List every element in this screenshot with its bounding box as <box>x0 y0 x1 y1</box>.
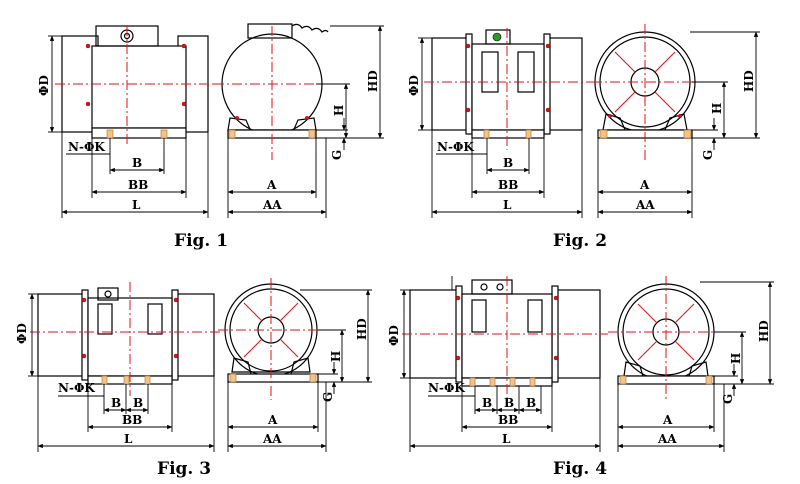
fig2-label-G: G <box>701 150 715 160</box>
fig3-label-G: G <box>321 392 335 402</box>
fig4-label-BB: BB <box>498 413 518 427</box>
fig1-label-NK: N-ΦK <box>68 140 105 154</box>
fig2-label-D: ΦD <box>407 75 421 96</box>
fig2-label-B: B <box>503 156 513 170</box>
figure-2: ΦD N-ΦK B BB L HD H G A AA Fig. 2 <box>407 24 760 251</box>
fig4-label-NK: N-ΦK <box>428 381 465 395</box>
figure-1: ΦD N-ΦK B BB L HD H G A AA Fig. 1 <box>37 23 384 251</box>
fig2-label-NK: N-ΦK <box>437 140 474 154</box>
fig3-label-H: H <box>329 351 343 362</box>
fig1-label-D: ΦD <box>37 75 51 96</box>
fig4-label-A: A <box>662 413 673 427</box>
fig3-label-AA: AA <box>262 432 282 446</box>
fig4-front-view <box>608 276 774 452</box>
fig2-label-A: A <box>639 178 650 192</box>
fig2-label-L: L <box>503 198 512 212</box>
fig2-caption: Fig. 2 <box>553 231 607 251</box>
fig3-label-L: L <box>124 432 133 446</box>
fig2-label-HD: HD <box>742 70 756 92</box>
fig3-label-D: ΦD <box>15 323 29 344</box>
fig4-label-B3: B <box>526 396 536 410</box>
fig3-label-NK: N-ΦK <box>58 381 95 395</box>
fig4-label-B2: B <box>504 396 514 410</box>
fig3-side-view <box>28 282 222 452</box>
fig4-label-HD: HD <box>757 320 771 342</box>
fig3-label-BB: BB <box>122 413 142 427</box>
fig2-label-BB: BB <box>498 178 518 192</box>
fig2-label-AA: AA <box>635 198 655 212</box>
fig1-label-HD: HD <box>366 70 380 92</box>
fig1-label-L: L <box>132 198 141 212</box>
fig4-label-D: ΦD <box>387 325 401 346</box>
fig4-label-AA: AA <box>657 432 677 446</box>
fig1-label-BB: BB <box>128 178 148 192</box>
fig1-label-G: G <box>330 150 344 160</box>
figure-3: ΦD N-ΦK B B BB L HD H G A AA Fig. 3 <box>15 278 372 479</box>
fig1-side-view <box>48 25 214 218</box>
fig4-label-G: G <box>721 394 735 404</box>
fig2-side-view <box>418 28 592 218</box>
fig3-label-A: A <box>267 413 278 427</box>
fig1-label-B: B <box>132 156 142 170</box>
fig4-label-L: L <box>502 432 511 446</box>
fig1-label-AA: AA <box>262 198 282 212</box>
fig1-label-H: H <box>332 105 346 116</box>
figure-4: ΦD N-ΦK B B B BB L HD H G A AA Fig. 4 <box>387 276 774 479</box>
fig4-caption: Fig. 4 <box>553 459 607 479</box>
fig4-label-B1: B <box>482 396 492 410</box>
fig3-label-B1: B <box>111 396 121 410</box>
fig3-caption: Fig. 3 <box>157 459 211 479</box>
fig1-caption: Fig. 1 <box>174 231 228 251</box>
fig3-label-B2: B <box>133 396 143 410</box>
fig1-label-A: A <box>266 178 277 192</box>
fig2-front-view <box>592 24 760 218</box>
fig1-front-view <box>214 23 384 218</box>
fig2-label-H: H <box>710 103 724 114</box>
fig3-front-view <box>218 278 372 452</box>
fig4-label-H: H <box>729 353 743 364</box>
fig4-side-view <box>400 276 608 452</box>
fig3-label-HD: HD <box>355 318 369 340</box>
